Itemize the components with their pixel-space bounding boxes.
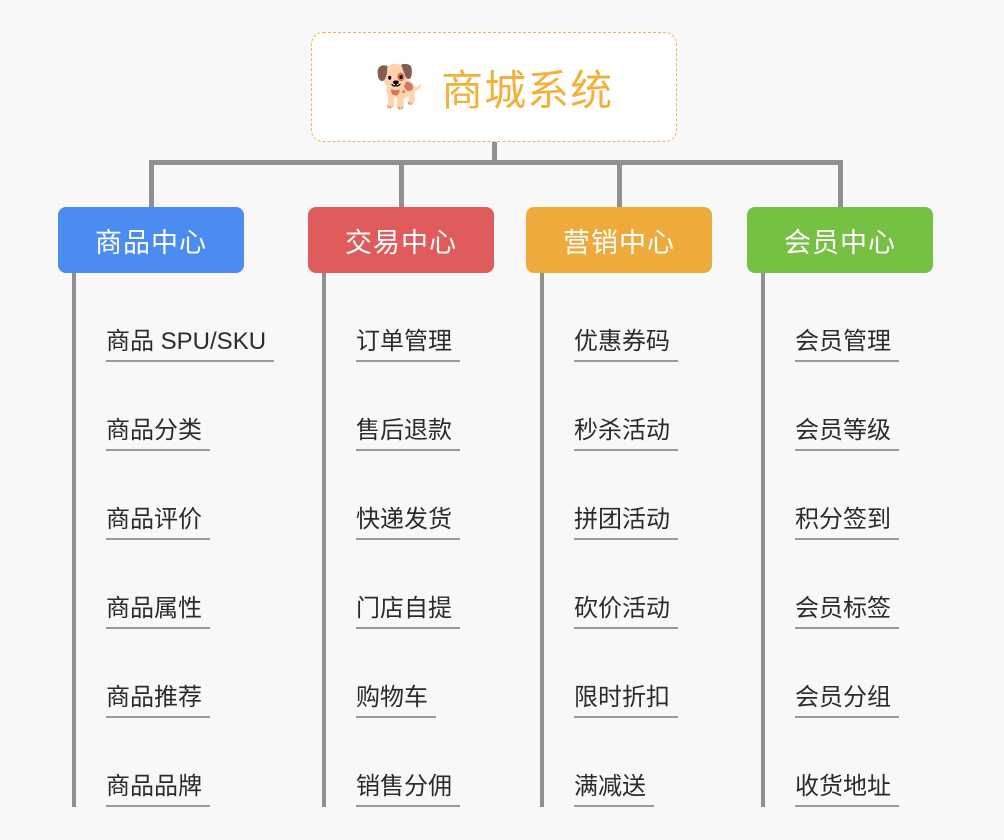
connector-drop-trade-center bbox=[399, 160, 404, 208]
branch-child-label: 订单管理 bbox=[356, 328, 460, 362]
connector-drop-product-center bbox=[149, 160, 154, 208]
branch-child-label: 商品分类 bbox=[106, 417, 210, 451]
branch-child-item[interactable]: 售后退款 bbox=[326, 362, 494, 451]
branch-child-item[interactable]: 秒杀活动 bbox=[544, 362, 712, 451]
branch-child-item[interactable]: 销售分佣 bbox=[326, 718, 494, 807]
branch-child-item[interactable]: 限时折扣 bbox=[544, 629, 712, 718]
branch-child-label: 收货地址 bbox=[795, 773, 899, 807]
branch-child-item[interactable]: 积分签到 bbox=[765, 451, 933, 540]
branch-child-label: 快递发货 bbox=[356, 506, 460, 540]
branch-children-member-center: 会员管理会员等级积分签到会员标签会员分组收货地址 bbox=[761, 273, 933, 807]
branch-child-label: 商品品牌 bbox=[106, 773, 210, 807]
branch-child-label: 商品推荐 bbox=[106, 684, 210, 718]
branch-child-label: 优惠券码 bbox=[574, 328, 678, 362]
branch-child-item[interactable]: 商品属性 bbox=[76, 540, 274, 629]
branch-child-label: 会员标签 bbox=[795, 595, 899, 629]
branch-child-label: 售后退款 bbox=[356, 417, 460, 451]
branch-child-item[interactable]: 商品分类 bbox=[76, 362, 274, 451]
connector-drop-marketing-center bbox=[617, 160, 622, 208]
connector-drop-member-center bbox=[838, 160, 843, 208]
branch-child-label: 限时折扣 bbox=[574, 684, 678, 718]
branch-child-label: 商品评价 bbox=[106, 506, 210, 540]
root-title: 商城系统 bbox=[441, 66, 614, 114]
branch-child-item[interactable]: 订单管理 bbox=[326, 273, 494, 362]
branch-child-item[interactable]: 会员等级 bbox=[765, 362, 933, 451]
branch-child-item[interactable]: 商品推荐 bbox=[76, 629, 274, 718]
branch-trade-center: 交易中心订单管理售后退款快递发货门店自提购物车销售分佣 bbox=[308, 207, 494, 807]
root-node[interactable]: 🐕 商城系统 bbox=[311, 32, 677, 142]
branch-marketing-center: 营销中心优惠券码秒杀活动拼团活动砍价活动限时折扣满减送 bbox=[526, 207, 712, 807]
branch-child-label: 拼团活动 bbox=[574, 506, 678, 540]
branch-child-label: 积分签到 bbox=[795, 506, 899, 540]
branch-child-item[interactable]: 会员分组 bbox=[765, 629, 933, 718]
connector-root-stem bbox=[492, 142, 497, 164]
branch-child-item[interactable]: 会员管理 bbox=[765, 273, 933, 362]
branch-header-member-center[interactable]: 会员中心 bbox=[747, 207, 933, 273]
branch-child-item[interactable]: 商品品牌 bbox=[76, 718, 274, 807]
branch-child-item[interactable]: 快递发货 bbox=[326, 451, 494, 540]
branch-child-label: 满减送 bbox=[574, 773, 654, 807]
branch-child-label: 秒杀活动 bbox=[574, 417, 678, 451]
branch-child-label: 会员管理 bbox=[795, 328, 899, 362]
branch-product-center: 商品中心商品 SPU/SKU 商品分类商品评价商品属性商品推荐商品品牌 bbox=[58, 207, 275, 807]
branch-children-product-center: 商品 SPU/SKU 商品分类商品评价商品属性商品推荐商品品牌 bbox=[72, 273, 275, 807]
branch-child-item[interactable]: 商品 SPU/SKU bbox=[76, 273, 275, 362]
branch-children-trade-center: 订单管理售后退款快递发货门店自提购物车销售分佣 bbox=[322, 273, 494, 807]
connector-horizontal-bus bbox=[149, 160, 842, 165]
branch-children-marketing-center: 优惠券码秒杀活动拼团活动砍价活动限时折扣满减送 bbox=[540, 273, 712, 807]
branch-header-marketing-center[interactable]: 营销中心 bbox=[526, 207, 712, 273]
branch-child-item[interactable]: 收货地址 bbox=[765, 718, 933, 807]
branch-child-item[interactable]: 购物车 bbox=[326, 629, 494, 718]
branch-child-label: 购物车 bbox=[356, 684, 436, 718]
branch-child-label: 会员分组 bbox=[795, 684, 899, 718]
branch-child-label: 门店自提 bbox=[356, 595, 460, 629]
branch-child-item[interactable]: 门店自提 bbox=[326, 540, 494, 629]
branch-child-label: 会员等级 bbox=[795, 417, 899, 451]
branch-child-label: 砍价活动 bbox=[574, 595, 678, 629]
branch-child-item[interactable]: 商品评价 bbox=[76, 451, 274, 540]
branch-child-label: 销售分佣 bbox=[356, 773, 460, 807]
branch-child-item[interactable]: 砍价活动 bbox=[544, 540, 712, 629]
branch-child-item[interactable]: 满减送 bbox=[544, 718, 712, 807]
branch-child-item[interactable]: 优惠券码 bbox=[544, 273, 712, 362]
branch-header-trade-center[interactable]: 交易中心 bbox=[308, 207, 494, 273]
branch-child-item[interactable]: 拼团活动 bbox=[544, 451, 712, 540]
branch-child-label: 商品 SPU/SKU bbox=[106, 328, 275, 362]
branch-child-item[interactable]: 会员标签 bbox=[765, 540, 933, 629]
branch-child-label: 商品属性 bbox=[106, 595, 210, 629]
branch-header-product-center[interactable]: 商品中心 bbox=[58, 207, 244, 273]
shiba-dog-face-icon: 🐕 bbox=[374, 63, 428, 110]
branch-member-center: 会员中心会员管理会员等级积分签到会员标签会员分组收货地址 bbox=[747, 207, 933, 807]
